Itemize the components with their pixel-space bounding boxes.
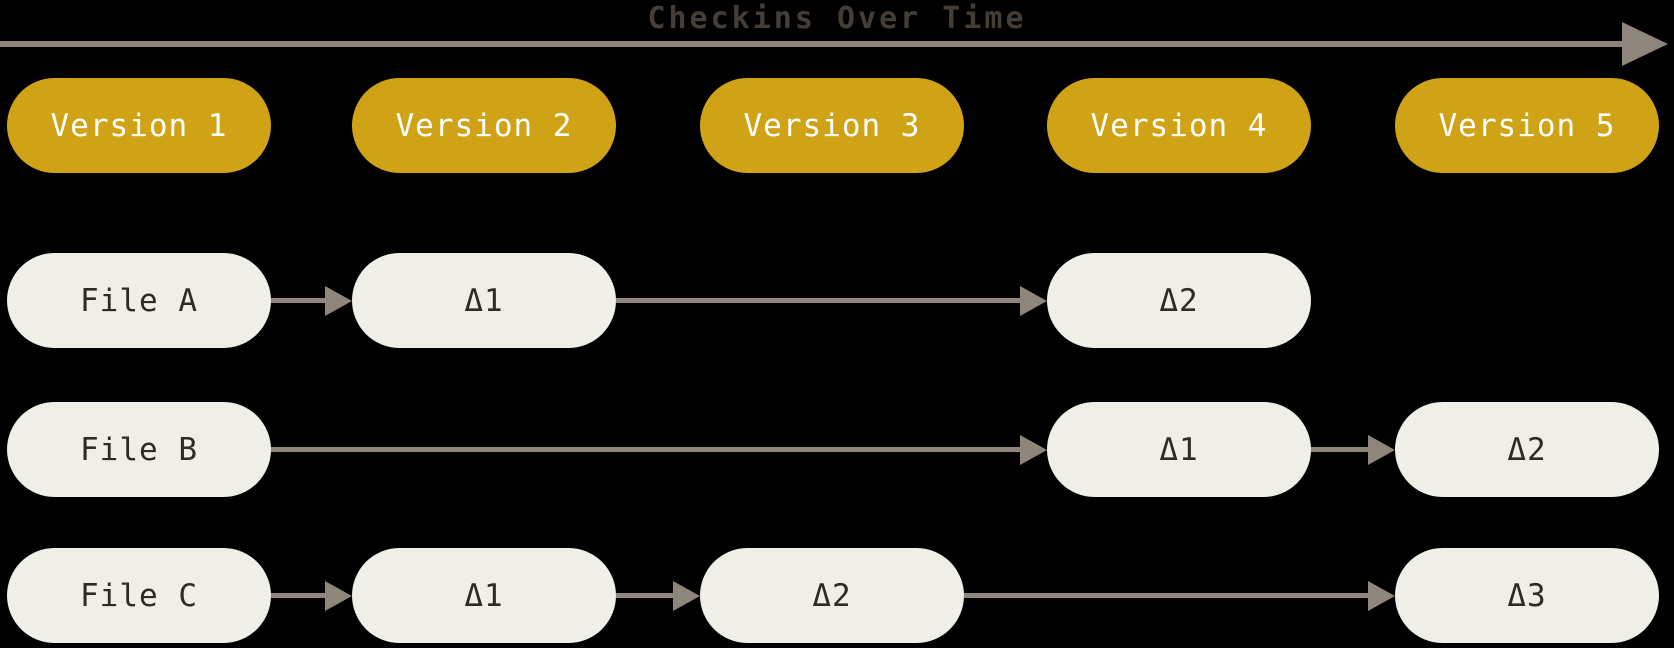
arrow-file-a-1-head (1020, 285, 1047, 316)
delta-pill-file-b-2: Δ2 (1395, 402, 1659, 497)
delta-pill-file-c-3: Δ3 (1395, 548, 1659, 643)
arrow-file-c-1-line (616, 593, 673, 598)
version-pill-3: Version 3 (700, 78, 964, 173)
arrow-file-a-0-head (325, 285, 352, 316)
arrow-file-b-0-head (1020, 434, 1047, 465)
delta-pill-file-c-1: Δ1 (352, 548, 616, 643)
arrow-file-c-2-line (964, 593, 1368, 598)
version-pill-5: Version 5 (1395, 78, 1659, 173)
timeline-arrow-line (0, 41, 1622, 47)
arrow-file-b-0-line (271, 447, 1020, 452)
arrow-file-a-1-line (616, 298, 1020, 303)
timeline-arrow-head (1622, 22, 1668, 66)
arrow-file-c-1-head (673, 580, 700, 611)
file-pill-file-a-0: File A (7, 253, 271, 348)
arrow-file-c-0-line (271, 593, 325, 598)
version-pill-1: Version 1 (7, 78, 271, 173)
file-pill-file-c-0: File C (7, 548, 271, 643)
version-pill-2: Version 2 (352, 78, 616, 173)
arrow-file-b-1-line (1311, 447, 1368, 452)
arrow-file-a-0-line (271, 298, 325, 303)
delta-pill-file-c-2: Δ2 (700, 548, 964, 643)
delta-pill-file-b-1: Δ1 (1047, 402, 1311, 497)
file-pill-file-b-0: File B (7, 402, 271, 497)
delta-pill-file-a-1: Δ1 (352, 253, 616, 348)
diagram-title: Checkins Over Time (647, 1, 1027, 36)
delta-pill-file-a-2: Δ2 (1047, 253, 1311, 348)
arrow-file-b-1-head (1368, 434, 1395, 465)
arrow-file-c-2-head (1368, 580, 1395, 611)
version-pill-4: Version 4 (1047, 78, 1311, 173)
arrow-file-c-0-head (325, 580, 352, 611)
